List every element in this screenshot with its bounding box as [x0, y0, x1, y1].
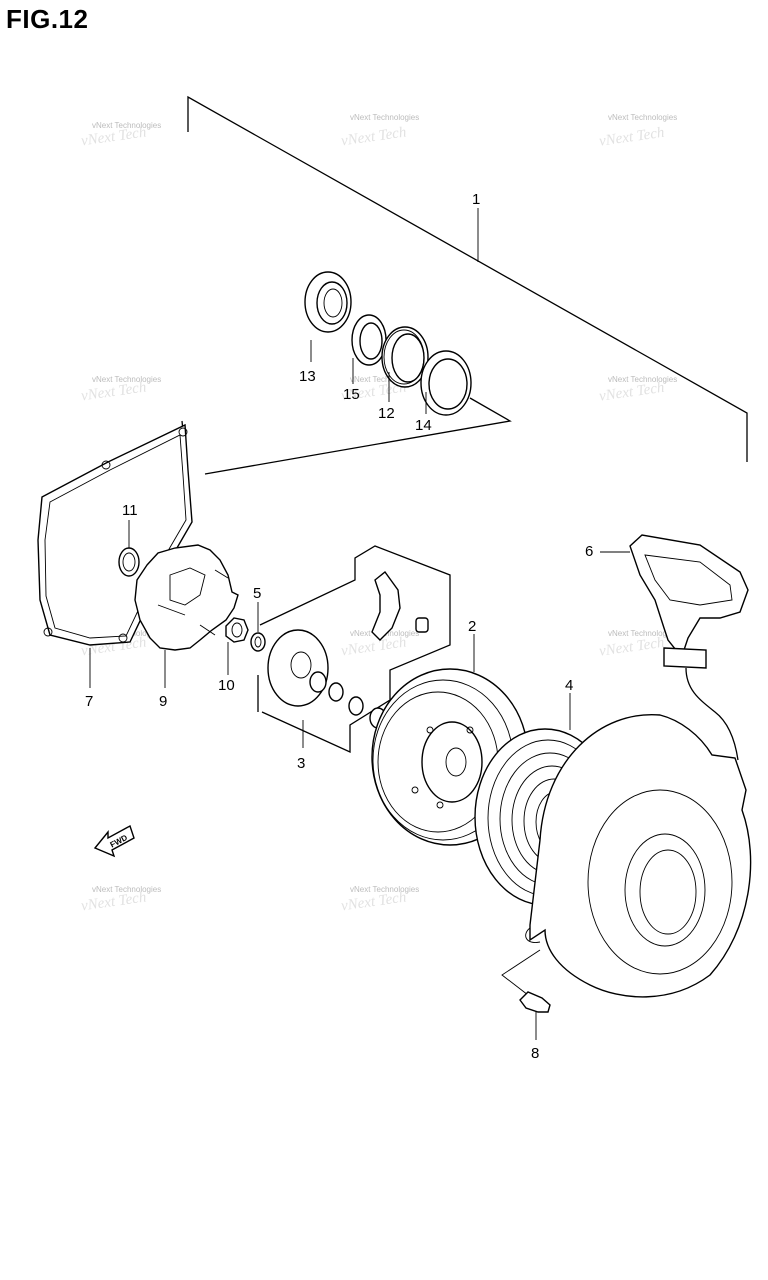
watermark-text: vNext Technologies [608, 375, 677, 384]
part-ring [381, 326, 429, 402]
watermark-text: vNext Technologies [608, 629, 677, 638]
callout-11: 11 [122, 502, 138, 519]
part-drive-plate [134, 544, 239, 688]
watermark: vNext Tech vNext Technologies [598, 113, 677, 150]
forward-arrow-icon: FWD [93, 824, 135, 858]
part-oil-seal [304, 271, 352, 362]
figure-title: FIG.12 [6, 4, 89, 34]
part-small-washer [250, 602, 266, 652]
callout-8: 8 [531, 1045, 539, 1062]
part-starter-case [501, 714, 752, 998]
callout-5: 5 [253, 585, 261, 602]
svg-text:vNext Tech: vNext Tech [340, 124, 407, 149]
svg-text:vNext Tech: vNext Tech [598, 125, 665, 150]
part-ratchet-set [257, 545, 451, 754]
part-o-ring [118, 520, 140, 577]
watermark-text: vNext Technologies [92, 885, 161, 894]
callout-group: 1 2 3 4 5 6 7 8 9 10 11 12 13 14 15 [85, 191, 593, 1062]
callout-2: 2 [468, 618, 476, 635]
part-washer [351, 314, 387, 384]
part-nut [225, 617, 249, 675]
watermark: vNext Tech vNext Technologies [340, 885, 419, 914]
callout-10: 10 [218, 677, 235, 694]
watermark-text: vNext Technologies [92, 121, 161, 130]
callout-3: 3 [297, 755, 305, 772]
watermark: vNext Tech vNext Technologies [80, 375, 161, 404]
callout-14: 14 [415, 417, 432, 434]
watermark-text: vNext Technologies [92, 375, 161, 384]
callout-9: 9 [159, 693, 167, 710]
callout-4: 4 [565, 677, 573, 694]
assembly-bracket [181, 95, 748, 501]
callout-13: 13 [299, 368, 316, 385]
part-handle [600, 534, 749, 761]
watermark-text: vNext Technologies [350, 113, 419, 122]
callout-6: 6 [585, 543, 593, 560]
watermark-text: vNext Technologies [350, 885, 419, 894]
watermark: vNext Tech vNext Technologies [80, 885, 161, 914]
svg-text:vNext Tech: vNext Tech [340, 634, 407, 659]
callout-12: 12 [378, 405, 395, 422]
part-thin-washer [420, 350, 472, 416]
part-bolt [519, 991, 551, 1040]
callout-15: 15 [343, 386, 360, 403]
callout-7: 7 [85, 693, 93, 710]
callout-1: 1 [472, 191, 480, 208]
svg-text:vNext Tech: vNext Tech [598, 635, 665, 660]
watermark: vNext Tech vNext Technologies [80, 121, 161, 149]
watermark-text: vNext Technologies [350, 375, 419, 384]
watermark: vNext Tech vNext Technologies [598, 375, 677, 405]
watermark: vNext Tech vNext Technologies [340, 113, 419, 149]
watermark-text: vNext Technologies [608, 113, 677, 122]
